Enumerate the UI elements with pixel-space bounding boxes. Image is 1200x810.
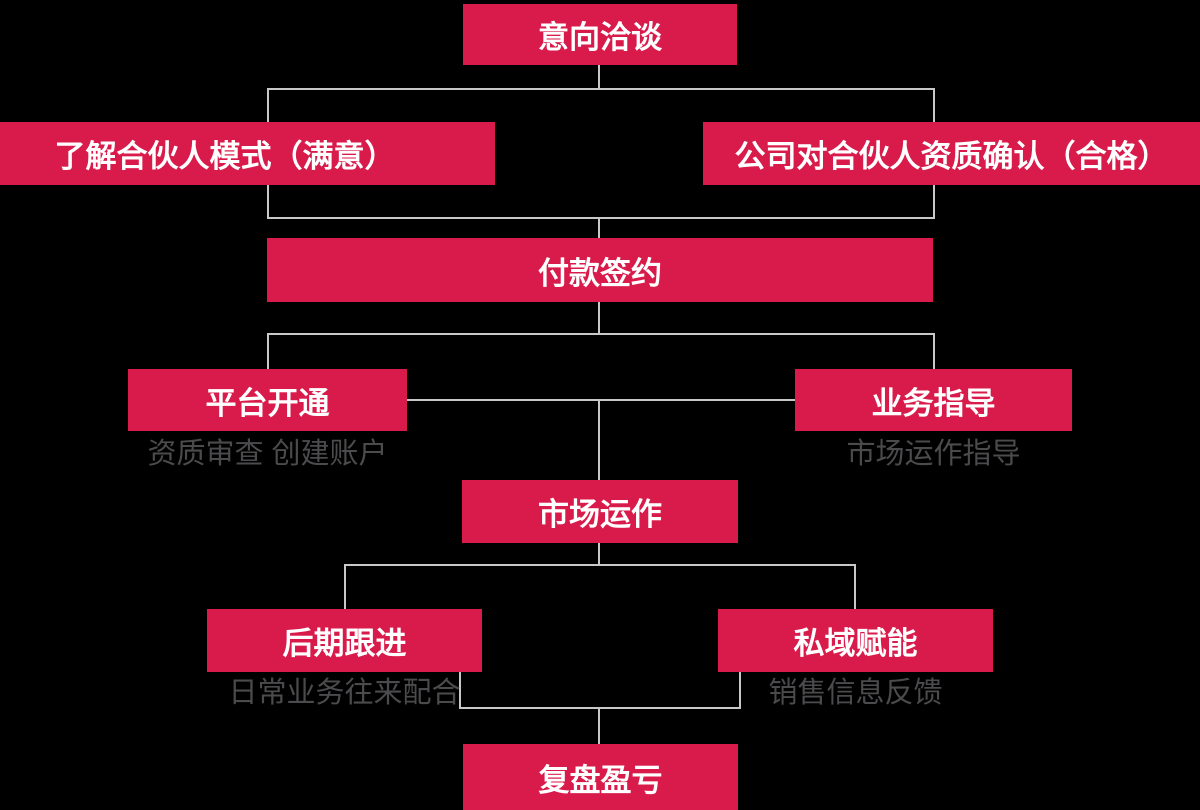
node-partner-model: 了解合伙人模式（满意） — [0, 122, 495, 185]
connector-line — [854, 564, 856, 609]
connector-line — [598, 302, 600, 334]
connector-line — [267, 217, 935, 219]
node-business-guide: 业务指导 — [795, 369, 1072, 431]
node-intent: 意向洽谈 — [463, 4, 737, 65]
connector-line — [267, 333, 269, 370]
subtitle-private-domain: 销售信息反馈 — [768, 677, 943, 709]
node-payment-sign: 付款签约 — [267, 238, 933, 302]
connector-line — [344, 564, 856, 566]
subtitle-business-guide: 市场运作指导 — [846, 438, 1021, 470]
connector-line — [459, 707, 741, 709]
connector-line — [598, 217, 600, 238]
connector-line — [344, 564, 346, 609]
node-review: 复盘盈亏 — [463, 744, 738, 810]
subtitle-follow-up: 日常业务往来配合 — [228, 677, 461, 709]
connector-line — [267, 333, 935, 335]
node-platform-open: 平台开通 — [128, 369, 407, 431]
connector-line — [739, 672, 741, 709]
node-private-domain: 私域赋能 — [718, 609, 993, 672]
node-qualification-confirm: 公司对合伙人资质确认（合格） — [703, 122, 1200, 185]
connector-line — [406, 399, 795, 401]
node-follow-up: 后期跟进 — [207, 609, 482, 672]
connector-line — [598, 543, 600, 566]
connector-line — [459, 672, 461, 709]
subtitle-platform-open: 资质审查 创建账户 — [147, 438, 388, 470]
connector-line — [267, 88, 935, 90]
connector-line — [598, 65, 600, 89]
connector-line — [598, 707, 600, 745]
connector-line — [598, 399, 600, 480]
node-market-operation: 市场运作 — [462, 480, 738, 543]
connector-line — [933, 333, 935, 370]
